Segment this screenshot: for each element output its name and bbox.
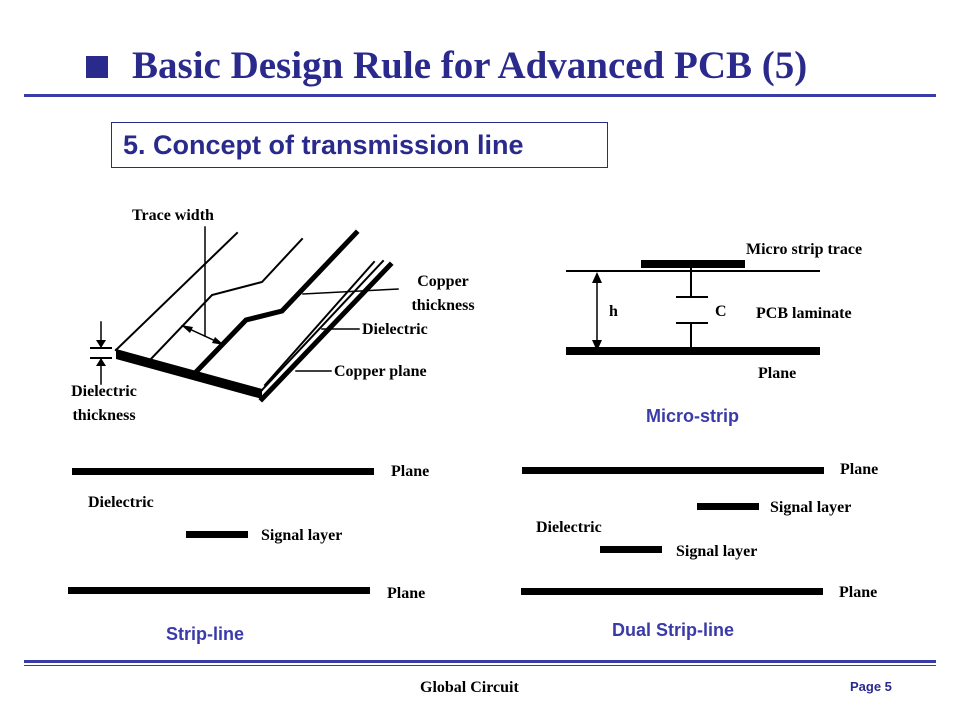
title-divider	[24, 94, 936, 97]
copper-plane-label: Copper plane	[334, 363, 427, 380]
strip-line-plane-bottom	[68, 587, 370, 594]
pcb-laminate-label: PCB laminate	[756, 305, 852, 322]
c-label: C	[715, 303, 727, 320]
dielectric-pointer-edge	[263, 260, 376, 387]
trace-right-edge	[192, 229, 360, 376]
trace-width-label: Trace width	[132, 207, 214, 224]
micro-strip-trace	[641, 260, 745, 268]
micro-strip-plane-label: Plane	[758, 365, 797, 382]
strip-line-plane-bottom-label: Plane	[387, 585, 426, 602]
page-title: Basic Design Rule for Advanced PCB (5)	[132, 44, 808, 87]
trace-left-edge	[148, 237, 304, 362]
strip-line-plane-top-label: Plane	[391, 463, 430, 480]
micro-strip-trace-label: Micro strip trace	[746, 241, 863, 258]
micro-strip-plane	[566, 347, 820, 355]
dual-strip-line-diagram	[521, 467, 824, 595]
section-subtitle: 5. Concept of transmission line	[123, 130, 524, 160]
footer-rule-thick	[24, 660, 936, 663]
dual-plane-bottom-label: Plane	[839, 584, 878, 601]
copper-thickness-leader	[302, 288, 399, 295]
strip-line-signal	[186, 531, 248, 538]
strip-line-caption: Strip-line	[166, 624, 245, 644]
title-bullet-icon	[86, 56, 108, 78]
copper-plane-edge-outer	[258, 261, 394, 403]
trace-3d-diagram	[90, 226, 399, 403]
dielectric-label: Dielectric	[362, 321, 428, 338]
dual-plane-top	[522, 467, 824, 474]
board-front-edge	[114, 348, 264, 392]
h-label: h	[609, 303, 618, 320]
dual-plane-top-label: Plane	[840, 461, 879, 478]
dual-strip-line-caption: Dual Strip-line	[612, 620, 735, 640]
subtitle-box	[111, 122, 608, 168]
copper-plane-edge-inner	[260, 259, 385, 392]
micro-strip-caption: Micro-strip	[646, 406, 740, 426]
strip-line-plane-top	[72, 468, 374, 475]
dual-signal-1-label: Signal layer	[770, 499, 852, 516]
dielectric-thickness-label-2: thickness	[72, 407, 136, 424]
strip-line-dielectric-label: Dielectric	[88, 494, 154, 511]
dual-plane-bottom	[521, 588, 823, 595]
footer-rule-thin	[24, 665, 936, 666]
dielectric-thickness-label-1: Dielectric	[71, 383, 137, 400]
copper-thickness-label-2: thickness	[411, 297, 475, 314]
copper-thickness-label-1: Copper	[417, 273, 469, 290]
strip-line-diagram	[68, 468, 374, 594]
micro-strip-diagram	[566, 260, 820, 355]
dual-signal-1	[697, 503, 759, 510]
board-left-edge	[114, 231, 239, 352]
dual-signal-2-label: Signal layer	[676, 543, 758, 560]
dual-dielectric-label: Dielectric	[536, 519, 602, 536]
page-number: Page 5	[850, 679, 892, 694]
board-edge	[116, 350, 262, 399]
footer-company: Global Circuit	[420, 679, 519, 696]
dual-signal-2	[600, 546, 662, 553]
strip-line-signal-label: Signal layer	[261, 527, 343, 544]
